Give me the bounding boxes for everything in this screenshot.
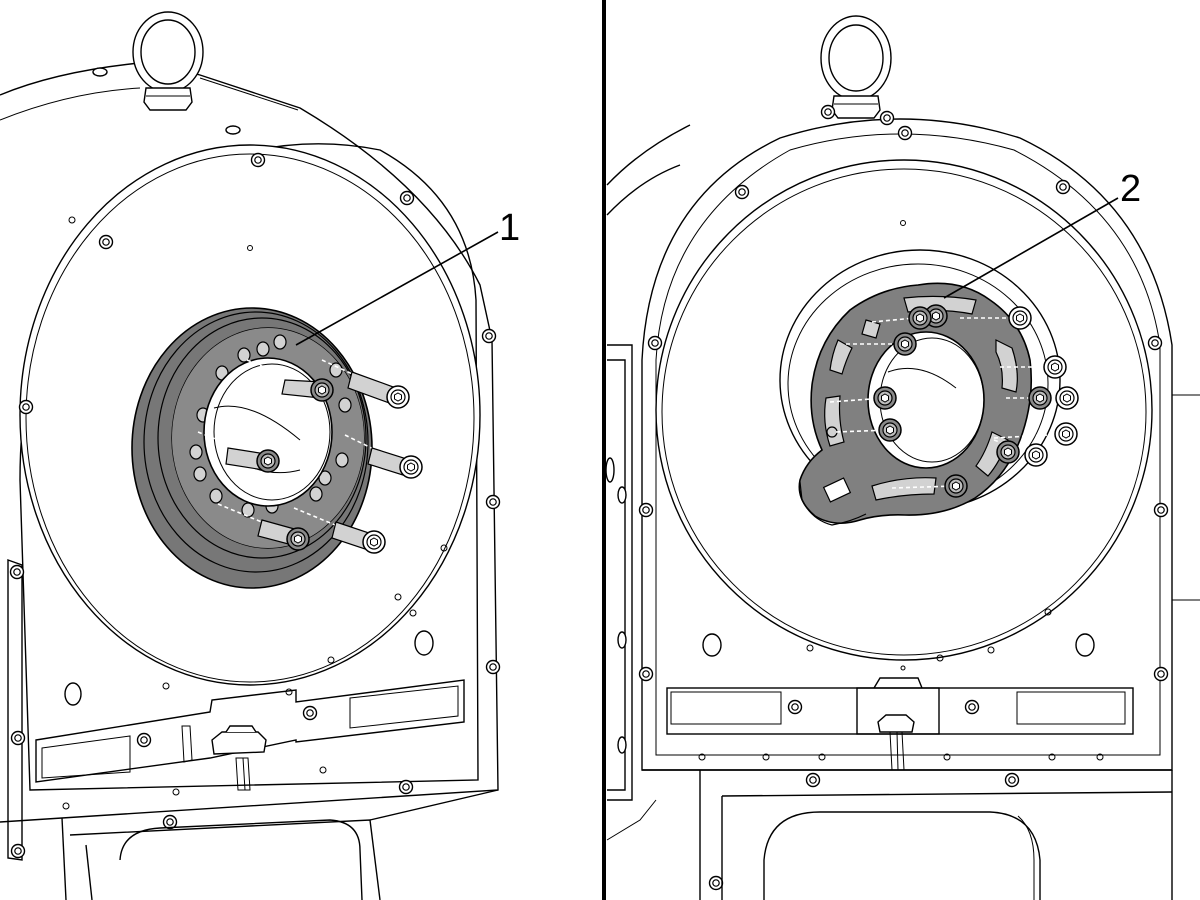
bolt-set-right (829, 304, 1079, 498)
callout-2-label: 2 (1120, 168, 1141, 210)
callout-1-label: 1 (499, 207, 520, 249)
panel-divider (602, 0, 606, 900)
eye-bolt-left (132, 11, 204, 111)
callout-2: 2 (943, 168, 1141, 299)
right-panel: 2 (605, 15, 1200, 900)
spindle-adapter-left (131, 307, 373, 589)
callout-1: 1 (295, 207, 520, 346)
bolt-set-left (197, 359, 423, 554)
left-panel: 1 (0, 11, 520, 900)
eye-bolt-right (820, 15, 892, 119)
adapter-plate-right (779, 249, 1061, 526)
